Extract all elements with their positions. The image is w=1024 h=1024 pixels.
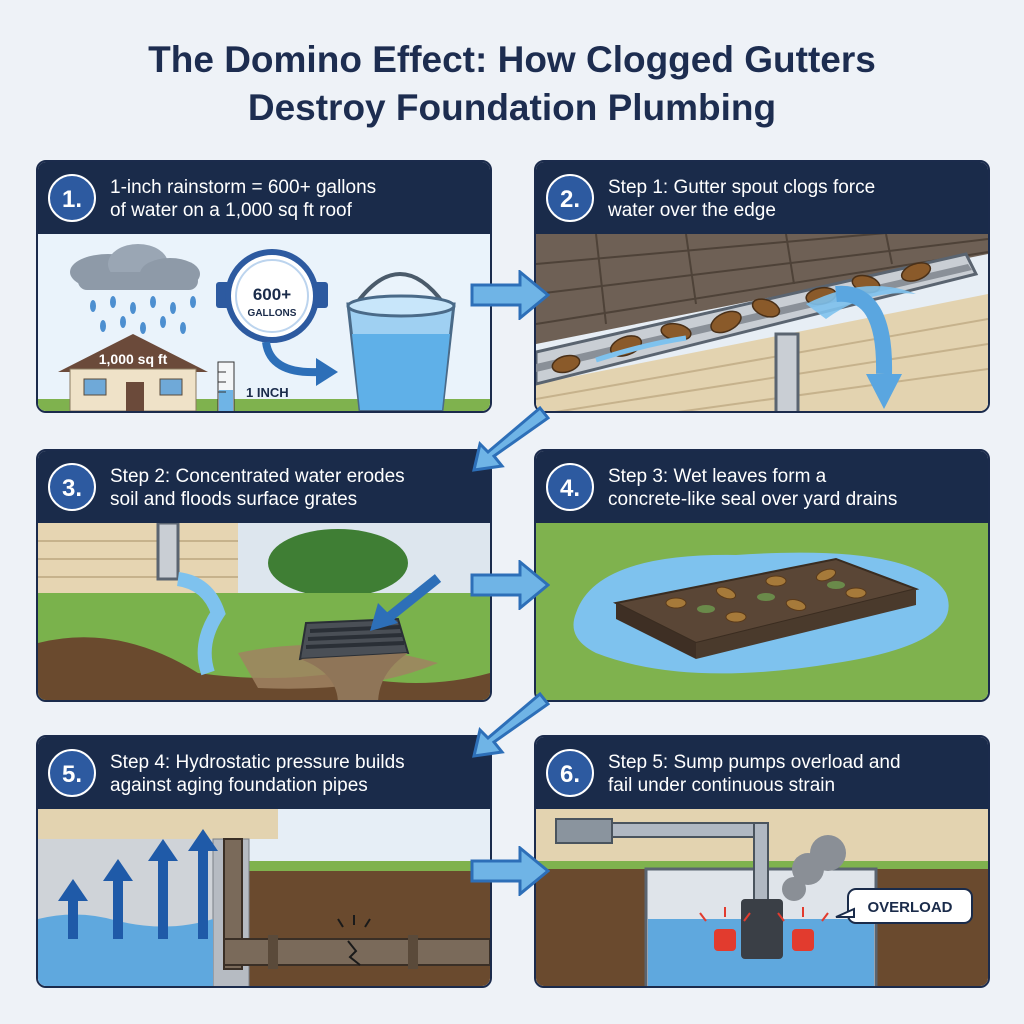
pressure-arrows-icon [58, 829, 218, 939]
caption-line-2: concrete-like seal over yard drains [608, 489, 898, 510]
step-number-badge: 1. [48, 174, 96, 222]
step-caption: 1-inch rainstorm = 600+ gallons of water… [110, 176, 480, 222]
flood-arrow-icon [384, 574, 442, 622]
caption-line-2: fail under continuous strain [608, 775, 836, 796]
page-title: The Domino Effect: How Clogged Gutters D… [0, 36, 1024, 132]
alarm-light-icon [699, 907, 829, 951]
step-header: 2. Step 1: Gutter spout clogs force wate… [536, 162, 988, 234]
step-header: 5. Step 4: Hydrostatic pressure builds a… [38, 737, 490, 809]
caption-line-1: Step 3: Wet leaves form a [608, 466, 827, 487]
step-header: 6. Step 5: Sump pumps overload and fail … [536, 737, 988, 809]
caption-line-1: 1-inch rainstorm = 600+ gallons [110, 177, 377, 198]
rain-drops-icon [90, 296, 196, 334]
step-number-badge: 3. [48, 463, 96, 511]
step-panel-3: 3. Step 2: Concentrated water erodes soi… [36, 449, 492, 702]
step-panel-4: 4. Step 3: Wet leaves form a concrete-li… [534, 449, 990, 702]
step-number-badge: 5. [48, 749, 96, 797]
title-line-2: Destroy Foundation Plumbing [247, 87, 777, 128]
step-panel-2: 2. Step 1: Gutter spout clogs force wate… [534, 160, 990, 413]
overload-speech-bubble [835, 888, 973, 924]
step-caption: Step 5: Sump pumps overload and fail und… [608, 751, 978, 797]
house-area-label: 1,000 sq ft [99, 351, 168, 367]
step-illustration [536, 234, 988, 411]
drain-grate-icon [298, 617, 410, 700]
arrow-right-icon [470, 270, 550, 320]
water-meter-icon [216, 249, 328, 343]
overload-label: OVERLOAD [867, 899, 952, 916]
gauge-value-label: 600+ [253, 285, 291, 304]
caption-line-1: Step 5: Sump pumps overload and [608, 752, 901, 773]
caption-line-1: Step 4: Hydrostatic pressure builds [110, 752, 405, 773]
smoke-icon [782, 835, 846, 901]
sump-pump-icon [741, 899, 783, 959]
pipe-crack-icon [347, 940, 361, 966]
rain-cloud-icon [70, 244, 200, 290]
step-header: 1. 1-inch rainstorm = 600+ gallons of wa… [38, 162, 490, 234]
title-line-1: The Domino Effect: How Clogged Gutters [148, 39, 876, 80]
step-panel-5: 5. Step 4: Hydrostatic pressure builds a… [36, 735, 492, 988]
house-icon [58, 334, 208, 411]
caption-line-1: Step 1: Gutter spout clogs force [608, 177, 876, 198]
overflow-arrow-icon [835, 285, 893, 375]
step-illustration [536, 523, 988, 700]
step-illustration: 1,000 sq ft 1 INCH 600+ GALLONS [38, 234, 490, 411]
gauge-unit-label: GALLONS [248, 308, 297, 319]
step-number-badge: 6. [546, 749, 594, 797]
bucket-icon [346, 272, 456, 411]
step-caption: Step 3: Wet leaves form a concrete-like … [608, 465, 978, 511]
step-illustration: OVERLOAD [536, 809, 988, 986]
leaves-icon [665, 568, 867, 623]
step-caption: Step 4: Hydrostatic pressure builds agai… [110, 751, 480, 797]
step-panel-6: 6. Step 5: Sump pumps overload and fail … [534, 735, 990, 988]
step-illustration [38, 523, 490, 700]
caption-line-2: against aging foundation pipes [110, 775, 368, 796]
arrow-right-icon [470, 846, 550, 896]
caption-line-2: water over the edge [608, 200, 776, 221]
bush-icon [268, 529, 408, 597]
arrow-right-icon [470, 560, 550, 610]
downspout-icon [156, 523, 180, 581]
rain-inch-label: 1 INCH [246, 385, 289, 400]
step-illustration [38, 809, 490, 986]
arrow-diagonal-icon [472, 405, 550, 472]
step-panel-1: 1. 1-inch rainstorm = 600+ gallons of wa… [36, 160, 492, 413]
arrow-diagonal-icon [472, 691, 550, 758]
step-header: 4. Step 3: Wet leaves form a concrete-li… [536, 451, 988, 523]
step-header: 3. Step 2: Concentrated water erodes soi… [38, 451, 490, 523]
step-caption: Step 1: Gutter spout clogs force water o… [608, 176, 978, 222]
caption-line-2: of water on a 1,000 sq ft roof [110, 200, 352, 221]
caption-line-1: Step 2: Concentrated water erodes [110, 466, 405, 487]
step-caption: Step 2: Concentrated water erodes soil a… [110, 465, 480, 511]
groundwater-icon [38, 914, 213, 986]
step-number-badge: 4. [546, 463, 594, 511]
flow-arrow-icon [262, 341, 319, 377]
rain-gauge-ruler-icon [217, 361, 235, 411]
foundation-pipe-icon [223, 838, 490, 970]
caption-line-2: soil and floods surface grates [110, 489, 358, 510]
step-number-badge: 2. [546, 174, 594, 222]
